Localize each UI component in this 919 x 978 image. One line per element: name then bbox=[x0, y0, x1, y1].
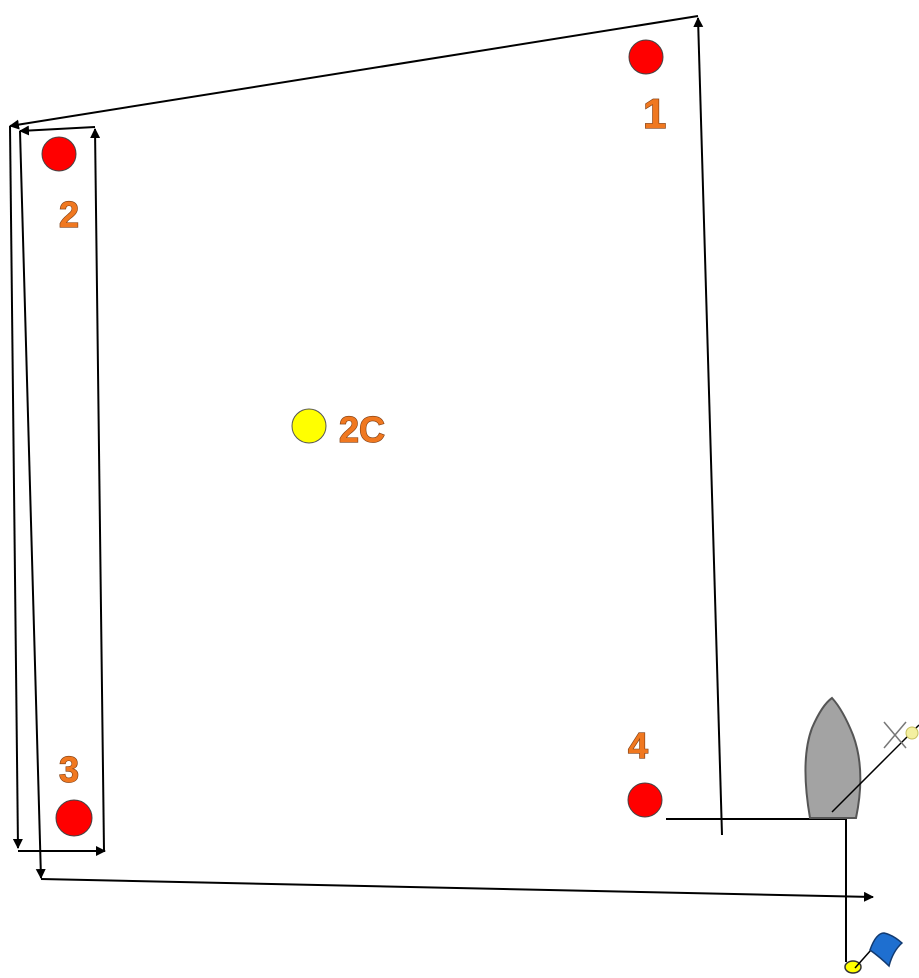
blue-flag-icon bbox=[855, 933, 902, 968]
mark-4-label: 4 bbox=[628, 725, 648, 766]
committee-boat-hull bbox=[805, 698, 860, 818]
committee-boat-icon bbox=[805, 698, 919, 818]
leg-start-to-mark-1 bbox=[698, 18, 722, 835]
mark-2-label: 2 bbox=[59, 194, 79, 235]
leg-mark-1-to-outer-corner bbox=[10, 16, 698, 126]
mark-3-buoy bbox=[56, 800, 92, 836]
mark-2c-label: 2C bbox=[339, 409, 385, 450]
leg-outer-down bbox=[10, 126, 18, 848]
mark-4-buoy bbox=[628, 783, 662, 817]
mark-2c-buoy bbox=[292, 409, 326, 443]
pin-buoy-icon bbox=[845, 961, 861, 973]
leg-inner-top-left bbox=[20, 127, 95, 131]
course-lines bbox=[10, 16, 873, 962]
leg-inner-down bbox=[20, 131, 41, 878]
mark-2-buoy bbox=[42, 137, 76, 171]
mark-3-label: 3 bbox=[59, 749, 79, 790]
leg-finish bbox=[41, 879, 873, 897]
leg-inner-up bbox=[95, 129, 104, 851]
mark-1-buoy bbox=[629, 40, 663, 74]
marks: 1 2 2C 3 4 bbox=[42, 40, 666, 836]
mark-1-label: 1 bbox=[643, 90, 666, 137]
committee-boat-light bbox=[906, 727, 918, 739]
